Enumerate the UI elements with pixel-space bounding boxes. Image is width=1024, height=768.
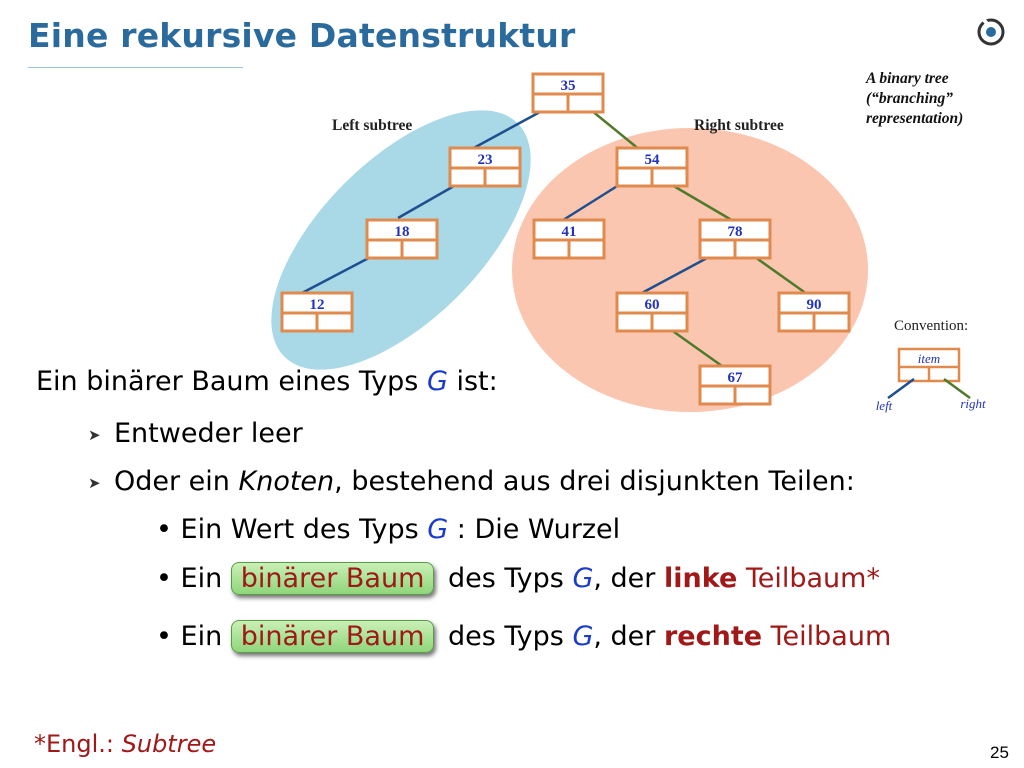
node-value: 60: [645, 297, 660, 313]
caption-line: representation): [866, 110, 964, 127]
node-value: 90: [807, 297, 822, 313]
tree-node-90: 90: [777, 291, 851, 333]
binary-tree-highlight: binärer Baum: [230, 620, 435, 653]
tree-node-78: 78: [698, 218, 772, 260]
tree-node-23: 23: [448, 146, 522, 188]
right-subtree-highlight: [512, 128, 868, 412]
sub-bullet-right: • Ein binärer Baum des Typs G, der recht…: [156, 620, 892, 653]
left-subtree-label: Left subtree: [332, 117, 413, 134]
caption-line: A binary tree: [866, 70, 949, 87]
node-value: 18: [395, 224, 410, 240]
figure-caption: A binary tree (“branching” representatio…: [866, 69, 963, 129]
definition-intro: Ein binärer Baum eines Typs G ist:: [36, 366, 498, 397]
tree-node-54: 54: [615, 146, 689, 188]
tree-node-41: 41: [532, 218, 606, 260]
page-number: 25: [990, 743, 1009, 762]
bullet-empty: ➤Entweder leer: [88, 418, 303, 449]
bullet-node: ➤Oder ein Knoten, bestehend aus drei dis…: [88, 466, 855, 497]
convention-node: item left right: [876, 347, 986, 413]
convention-label: Convention:: [894, 318, 969, 334]
arrow-bullet-icon: ➤: [88, 473, 101, 492]
tree-node-12: 12: [280, 291, 354, 333]
tree-node-35: 35: [531, 72, 605, 114]
sub-bullet-left: • Ein binärer Baum des Typs G, der linke…: [156, 562, 880, 595]
node-value: 67: [728, 370, 744, 386]
convention-right: right: [960, 396, 986, 411]
node-value: 54: [645, 152, 661, 168]
tree-node-67: 67: [698, 364, 772, 406]
slide-title: Eine rekursive Datenstruktur: [28, 16, 576, 55]
sub-bullet-root: • Ein Wert des Typs G : Die Wurzel: [156, 514, 621, 545]
tree-node-60: 60: [615, 291, 689, 333]
node-value: 23: [478, 152, 493, 168]
right-subtree-label: Right subtree: [694, 117, 784, 134]
title-underline: [28, 67, 243, 68]
logo-icon: [977, 18, 1005, 46]
convention-item: item: [918, 351, 940, 366]
arrow-bullet-icon: ➤: [88, 425, 101, 444]
caption-line: (“branching”: [866, 90, 953, 107]
node-value: 35: [561, 78, 576, 94]
node-value: 78: [728, 224, 743, 240]
node-value: 12: [310, 297, 325, 313]
node-value: 41: [562, 224, 577, 240]
footnote: *Engl.: Subtree: [34, 730, 217, 758]
tree-node-18: 18: [365, 218, 439, 260]
binary-tree-highlight: binärer Baum: [230, 562, 435, 595]
convention-left: left: [876, 398, 893, 413]
